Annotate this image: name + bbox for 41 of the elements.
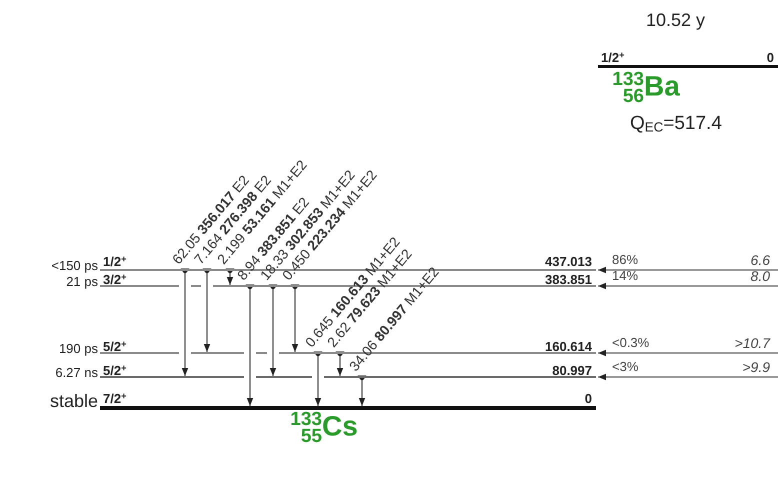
level-energy: 80.997 <box>552 364 592 378</box>
level-energy: 437.013 <box>545 255 592 269</box>
half-life: 10.52 y <box>646 10 706 31</box>
log-ft-value: >10.7 <box>734 335 770 351</box>
log-ft-value: >9.9 <box>742 359 770 375</box>
log-ft-value: 8.0 <box>750 268 770 284</box>
branching-ratio: 86% <box>612 252 638 267</box>
level-energy: 0 <box>766 51 774 65</box>
beta-feeding-arrow <box>598 266 778 274</box>
log-ft-value: 6.6 <box>750 252 770 268</box>
gamma-transition-arrow <box>180 268 190 376</box>
level-energy: 160.614 <box>545 340 592 354</box>
half-life: stable <box>50 391 98 411</box>
half-life: <150 ps <box>51 259 98 273</box>
gamma-transition-arrow <box>226 268 234 285</box>
beta-feeding-arrow <box>598 350 778 356</box>
spin-parity: 1/2$^{+}$ <box>601 51 624 65</box>
gamma-transition-arrow <box>314 351 322 406</box>
q-value-label: Q$_{EC}$=517.4 <box>630 113 722 135</box>
half-life: 21 ps <box>66 275 98 289</box>
energy-level <box>100 391 596 410</box>
spin-parity: 5/2$^{+}$ <box>103 364 126 378</box>
spin-parity: 7/2$^{+}$ <box>103 392 126 406</box>
spin-parity: 1/2$^{+}$ <box>103 255 126 269</box>
gamma-transition-arrow <box>202 268 212 352</box>
branching-ratio: <3% <box>612 359 638 374</box>
half-life: 190 ps <box>58 342 98 356</box>
branching-ratio: 14% <box>612 268 638 283</box>
half-life: 6.27 ns <box>55 366 98 380</box>
gamma-transition-arrow <box>268 284 278 376</box>
beta-feeding-arrow <box>598 282 778 290</box>
level-energy: 0 <box>584 392 592 406</box>
spin-parity: 3/2$^{+}$ <box>103 273 126 287</box>
spin-parity: 5/2$^{+}$ <box>103 340 126 354</box>
branching-ratio: <0.3% <box>612 335 650 350</box>
gamma-transition-arrow <box>336 351 344 376</box>
beta-feeding-arrow <box>598 374 778 380</box>
gamma-transition-arrow <box>246 284 254 406</box>
gamma-transition-arrow <box>290 284 300 352</box>
level-energy: 383.851 <box>545 273 592 287</box>
gamma-transition-arrow <box>358 375 366 406</box>
